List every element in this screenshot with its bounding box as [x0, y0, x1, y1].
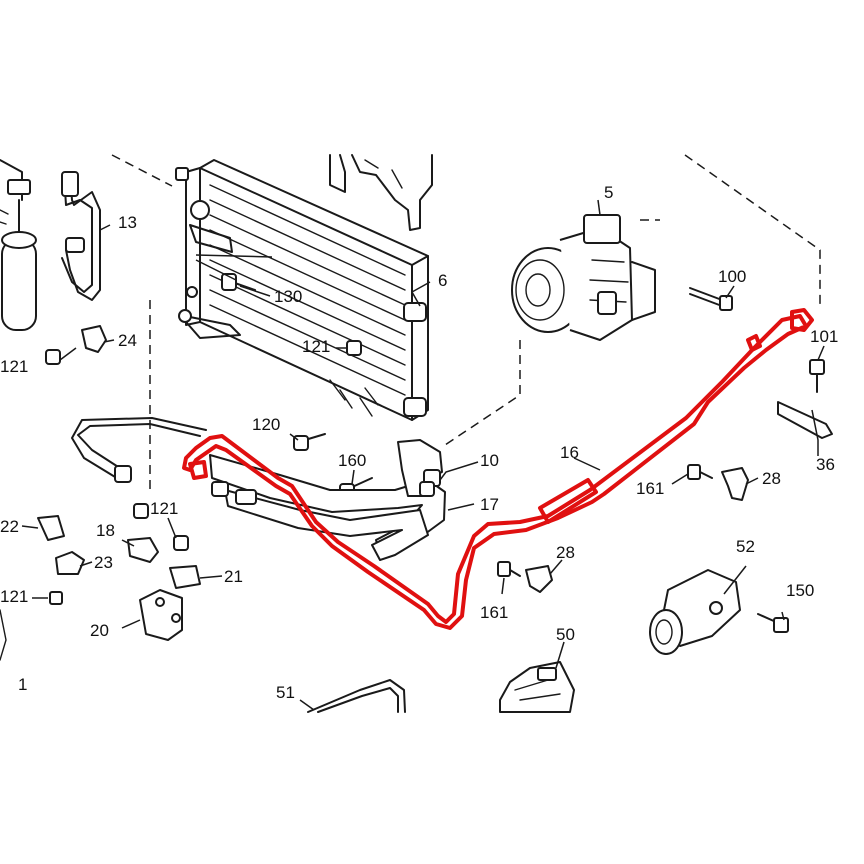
callout-121-condenser: 121 [302, 337, 330, 356]
belt-51 [307, 679, 406, 713]
guide-line [111, 154, 173, 187]
callout-5: 5 [604, 183, 613, 202]
callout-150: 150 [786, 581, 814, 600]
clip-18 [127, 503, 159, 563]
clip-28-right [721, 467, 749, 501]
callouts: 1 5 6 10 13 16 17 18 20 21 22 23 24 28 2… [0, 183, 838, 702]
callout-161-right: 161 [636, 479, 664, 498]
callout-36: 36 [816, 455, 835, 474]
callout-13: 13 [118, 213, 137, 232]
clip-28-center [525, 565, 553, 593]
callout-21: 21 [224, 567, 243, 586]
bolt-101 [809, 359, 825, 393]
callout-161-center: 161 [480, 603, 508, 622]
callout-101: 101 [810, 327, 838, 346]
bolt-161-center [497, 561, 521, 577]
bolt-150 [757, 613, 789, 633]
part-50 [499, 661, 575, 713]
guide-line [444, 340, 521, 446]
callout-28-right: 28 [762, 469, 781, 488]
callout-121-lower-left: 121 [0, 587, 28, 606]
compressor-5 [511, 214, 656, 341]
bracket-52 [649, 569, 741, 655]
callout-121-left: 121 [0, 357, 28, 376]
callout-28-center: 28 [556, 543, 575, 562]
fitting-10 [397, 439, 443, 497]
callout-100: 100 [718, 267, 746, 286]
callout-130: 130 [274, 287, 302, 306]
guide-line [684, 154, 821, 305]
bracket-20 [139, 589, 183, 641]
callout-22: 22 [0, 517, 19, 536]
callout-160: 160 [338, 451, 366, 470]
callout-50: 50 [556, 625, 575, 644]
callout-23: 23 [94, 553, 113, 572]
nut-121-left [45, 349, 61, 365]
callout-17: 17 [480, 495, 499, 514]
bolt-161-right [687, 464, 713, 480]
callout-121-clip: 121 [150, 499, 178, 518]
callout-52: 52 [736, 537, 755, 556]
nut-121-lower-left [49, 591, 63, 605]
callout-18: 18 [96, 521, 115, 540]
nut-121-condenser [346, 340, 362, 356]
clip-22 [37, 515, 65, 541]
callout-16: 16 [560, 443, 579, 462]
part-1-edge [0, 609, 7, 661]
callout-6: 6 [438, 271, 447, 290]
pipe-left [71, 417, 207, 483]
receiver-drier [0, 159, 37, 331]
condenser-6 [175, 159, 429, 421]
callout-51: 51 [276, 683, 295, 702]
clip-21 [169, 535, 201, 589]
bolt-120 [293, 433, 326, 451]
pipe-13 [61, 171, 101, 301]
clip-23 [55, 551, 85, 575]
callout-120: 120 [252, 415, 280, 434]
clip-24 [81, 325, 107, 353]
leader-lines [21, 199, 825, 711]
callout-1: 1 [18, 675, 27, 694]
callout-20: 20 [90, 621, 109, 640]
pipe-16-highlight [182, 308, 814, 630]
fan-shroud [329, 154, 433, 231]
callout-24: 24 [118, 331, 137, 350]
bolt-100 [689, 287, 733, 311]
bracket-36 [777, 401, 833, 439]
callout-10: 10 [480, 451, 499, 470]
